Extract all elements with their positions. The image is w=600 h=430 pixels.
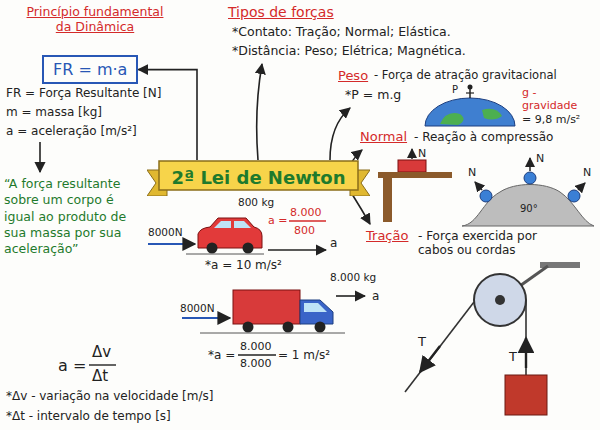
label-text: Tração	[366, 228, 408, 244]
pulley	[405, 262, 580, 415]
label-text: 90°	[520, 203, 538, 215]
label-text: 8.000	[240, 357, 272, 370]
label-text: 8000N	[180, 302, 215, 315]
label-text: 8.000	[240, 340, 272, 353]
label-text: 800 kg	[238, 196, 274, 209]
label-text: Δt	[92, 367, 108, 385]
label-text: N	[536, 152, 544, 165]
label-text: a	[330, 236, 337, 250]
label-text: - Força exercida por cabos ou cordas	[418, 229, 568, 258]
label-text: Tipos de forças	[228, 4, 334, 21]
label-text: FR = Força Resultante [N]	[6, 86, 161, 100]
banner-node: 2ª Lei de Newton	[147, 160, 370, 196]
label-text: - Reação à compressão	[414, 130, 553, 144]
label-text: a = aceleração [m/s²]	[6, 124, 137, 138]
label-text: = 1 m/s²	[278, 348, 330, 362]
label-text: *Contato: Tração; Normal; Elástica.	[232, 24, 451, 39]
label-text: *P = m.g	[345, 87, 401, 102]
label-text: 800	[294, 224, 315, 237]
label-text: a =	[268, 214, 287, 227]
label-text: Normal	[360, 129, 407, 145]
label-text: = 9,8 m/s²	[522, 113, 580, 126]
hill	[462, 158, 594, 226]
label-text: *a = 10 m/s²	[205, 258, 282, 272]
label-text: N	[468, 166, 476, 179]
label-text: N	[583, 166, 591, 179]
label-text: a	[372, 289, 379, 303]
label-text: Princípio fundamental da Dinâmica	[20, 4, 170, 34]
label-text: a =	[58, 356, 86, 375]
connector	[138, 70, 197, 160]
banner-title: 2ª Lei de Newton	[171, 167, 346, 189]
label-text: Δv	[92, 343, 111, 361]
label-text: Peso	[338, 68, 368, 84]
label-text: T	[509, 349, 517, 365]
ribbon-band	[159, 161, 358, 190]
label-text: *Δt - intervalo de tempo [s]	[6, 409, 171, 423]
label-text: g - gravidade	[522, 86, 592, 112]
label-text: 8000N	[148, 226, 183, 239]
label-text: - Força de atração gravitacional	[374, 69, 557, 83]
label-text: *Distância: Peso; Elétrica; Magnética.	[232, 43, 466, 58]
earth	[425, 85, 515, 127]
label-text: *Δv - variação na velocidade [m/s]	[6, 389, 213, 403]
label-text: 8.000 kg	[330, 271, 376, 284]
label-text: “A força resultante sobre um corpo é igu…	[4, 176, 144, 257]
formula-text: FR = m·a	[53, 60, 127, 79]
formula-box: FR = m·a	[42, 55, 138, 84]
car	[148, 218, 326, 254]
label-text: *a =	[208, 348, 235, 362]
label-text: 8.000	[290, 206, 322, 219]
table-block	[378, 149, 452, 222]
label-text: P	[452, 84, 458, 96]
label-text: m = massa [kg]	[6, 105, 102, 119]
label-text: N	[418, 147, 426, 160]
label-text: T	[418, 334, 426, 350]
